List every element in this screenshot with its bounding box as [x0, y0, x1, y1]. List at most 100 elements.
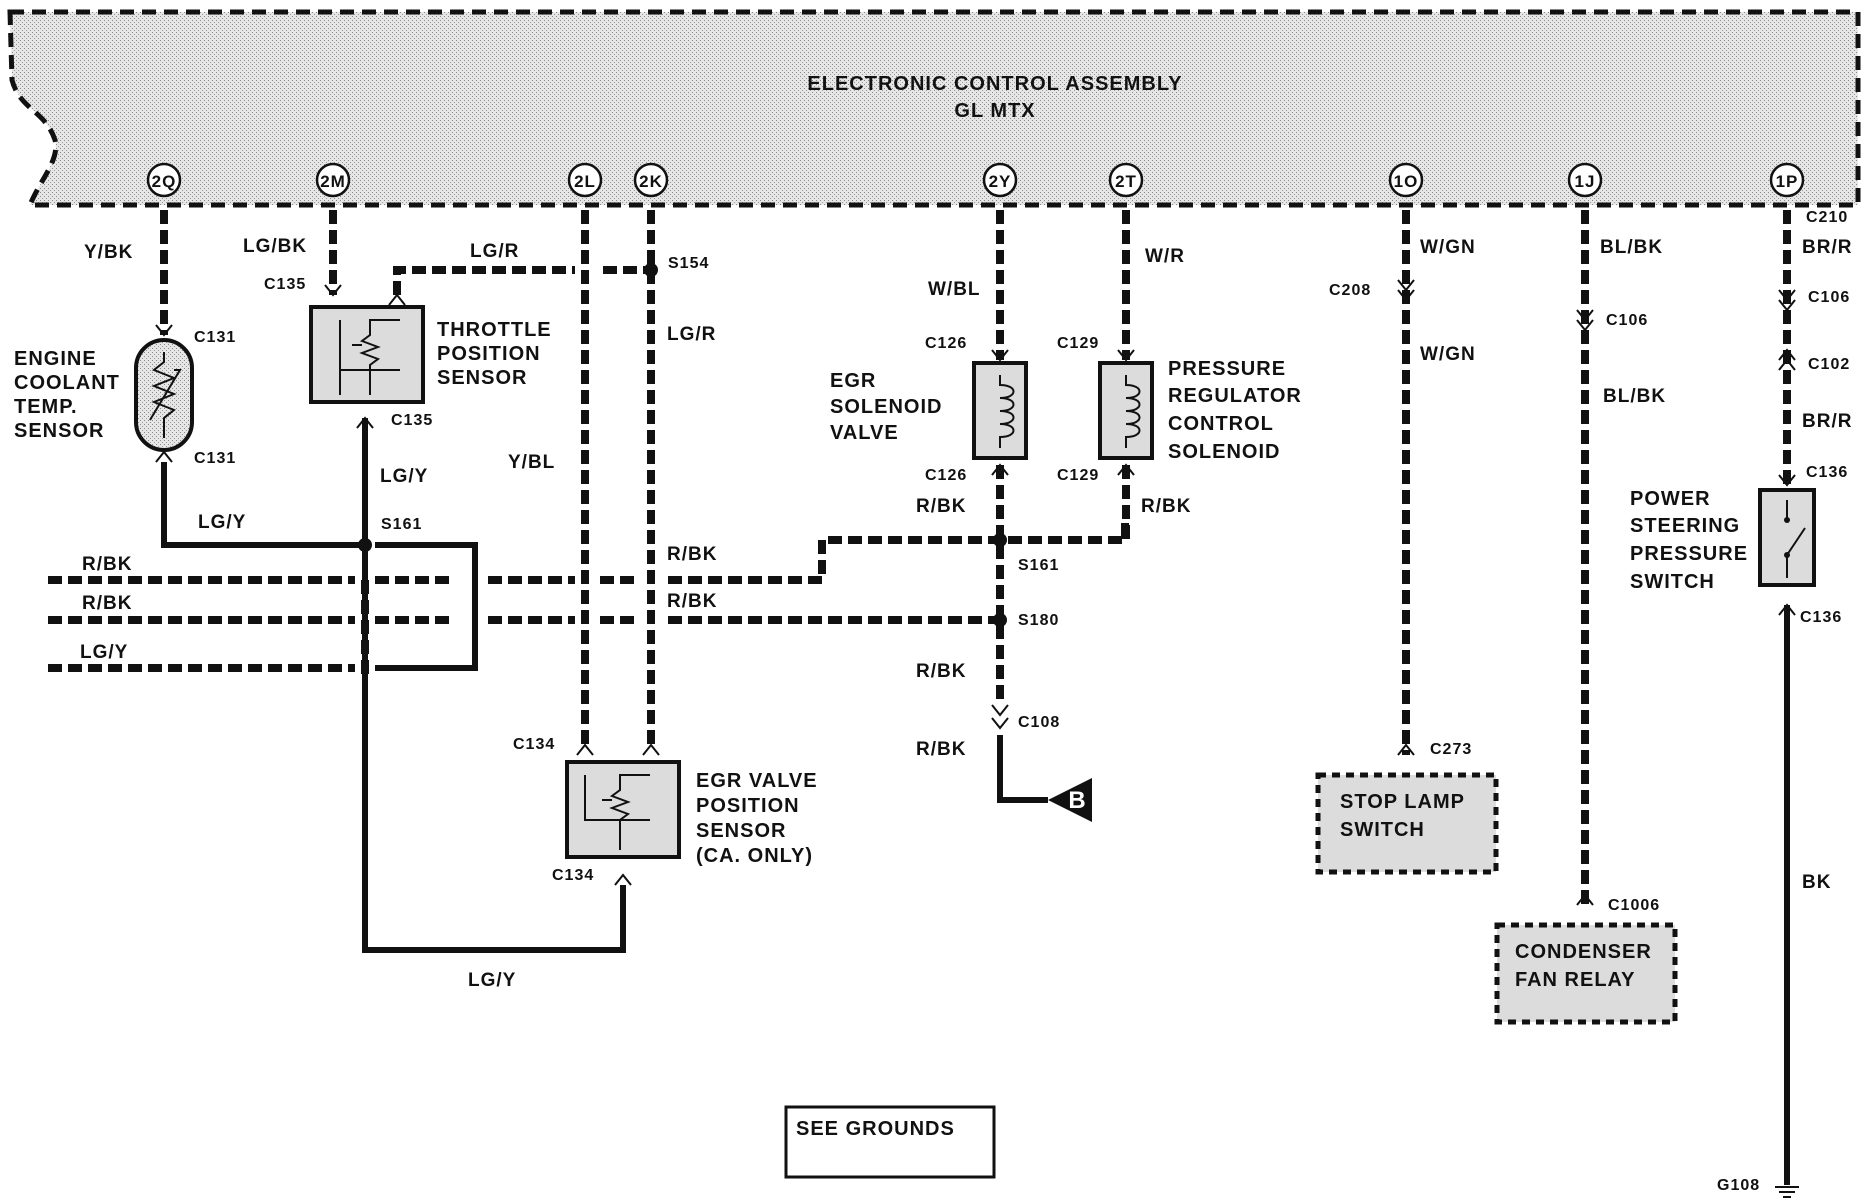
ground-g108-icon — [1775, 1186, 1799, 1198]
wire-lg-r-top — [393, 266, 575, 295]
svg-text:1P: 1P — [1776, 172, 1799, 191]
ecu-assembly: ELECTRONIC CONTROL ASSEMBLY GL MTX — [7, 9, 1861, 208]
label-bl-bk1: BL/BK — [1600, 237, 1663, 258]
splice-s161-right — [993, 533, 1007, 547]
label-c106-1p: C106 — [1808, 289, 1850, 306]
ect-label-2: COOLANT — [14, 372, 120, 394]
label-c131-top: C131 — [194, 329, 236, 346]
svg-text:2Y: 2Y — [989, 172, 1012, 191]
label-w-r: W/R — [1145, 246, 1185, 267]
see-grounds-box: SEE GROUNDS — [784, 1105, 996, 1179]
pin-1j: 1J — [1567, 162, 1603, 198]
stop-lamp-switch — [1315, 772, 1499, 875]
stop-lamp-label-1: STOP LAMP — [1340, 791, 1465, 813]
label-lg-y-bottom: LG/Y — [468, 970, 516, 991]
wire-lg-y-tps — [362, 418, 626, 953]
label-c134-top: C134 — [513, 736, 555, 753]
label-c126-bot: C126 — [925, 467, 967, 484]
wire-bridge — [375, 542, 478, 671]
svg-text:2M: 2M — [320, 172, 346, 191]
pin-2y: 2Y — [982, 162, 1018, 198]
ecu-title: ELECTRONIC CONTROL ASSEMBLY — [807, 73, 1182, 95]
splice-s154 — [644, 263, 658, 277]
label-c129-top: C129 — [1057, 335, 1099, 352]
label-c126-top: C126 — [925, 335, 967, 352]
label-w-gn2: W/GN — [1420, 344, 1476, 365]
label-r-bk-egr: R/BK — [916, 496, 966, 517]
label-c106-1j: C106 — [1606, 312, 1648, 329]
label-c134-bot: C134 — [552, 867, 594, 884]
label-bl-bk2: BL/BK — [1603, 386, 1666, 407]
throttle-position-sensor — [309, 305, 425, 404]
egr-pos-label-4: (CA. ONLY) — [696, 845, 813, 867]
label-r-bk-left2: R/BK — [82, 593, 132, 614]
condenser-label-2: FAN RELAY — [1515, 969, 1636, 991]
label-r-bk-left1: R/BK — [82, 554, 132, 575]
condenser-fan-relay — [1494, 922, 1678, 1025]
pin-2k: 2K — [633, 162, 669, 198]
ground-reference-b: B — [1048, 778, 1092, 822]
splice-s161-left — [358, 538, 372, 552]
engine-coolant-temp-sensor — [134, 338, 194, 452]
label-r-bk-prc: R/BK — [1141, 496, 1191, 517]
see-grounds-label: SEE GROUNDS — [796, 1118, 955, 1140]
condenser-label-1: CONDENSER — [1515, 941, 1652, 963]
egr-sol-label-2: SOLENOID — [830, 396, 942, 418]
label-s154: S154 — [668, 255, 709, 272]
label-s161-right: S161 — [1018, 557, 1059, 574]
ecu-subtitle: GL MTX — [954, 100, 1035, 122]
svg-text:2K: 2K — [639, 172, 663, 191]
ect-label-4: SENSOR — [14, 420, 104, 442]
prc-label-1: PRESSURE — [1168, 358, 1286, 380]
egr-pos-label-1: EGR VALVE — [696, 770, 818, 792]
ect-label-3: TEMP. — [14, 396, 78, 418]
label-c273: C273 — [1430, 741, 1472, 758]
label-br-r1: BR/R — [1802, 237, 1852, 258]
pin-2m: 2M — [315, 162, 351, 198]
pin-1o: 1O — [1388, 162, 1424, 198]
svg-text:1O: 1O — [1394, 172, 1419, 191]
ect-label-1: ENGINE — [14, 348, 97, 370]
egr-pos-label-3: SENSOR — [696, 820, 786, 842]
label-r-bk-low1: R/BK — [916, 661, 966, 682]
svg-text:2Q: 2Q — [152, 172, 177, 191]
label-lg-bk: LG/BK — [243, 236, 307, 257]
ps-label-3: PRESSURE — [1630, 543, 1748, 565]
svg-text:B: B — [1068, 787, 1085, 814]
label-lg-y-left: LG/Y — [80, 642, 128, 663]
tps-label-3: SENSOR — [437, 367, 527, 389]
ps-label-1: POWER — [1630, 488, 1711, 510]
pressure-regulator-control-solenoid — [1098, 361, 1154, 460]
egr-valve-position-sensor — [565, 760, 681, 859]
label-y-bk: Y/BK — [84, 242, 133, 263]
label-lg-y-ect: LG/Y — [198, 512, 246, 533]
egr-sol-label-1: EGR — [830, 370, 876, 392]
stop-lamp-label-2: SWITCH — [1340, 819, 1425, 841]
svg-text:2L: 2L — [574, 172, 596, 191]
label-lg-y-tps: LG/Y — [380, 466, 428, 487]
pin-2t: 2T — [1108, 162, 1144, 198]
label-g108: G108 — [1717, 1177, 1760, 1194]
svg-text:1J: 1J — [1575, 172, 1596, 191]
egr-solenoid-valve — [972, 361, 1028, 460]
label-w-bl: W/BL — [928, 279, 981, 300]
splice-s180 — [993, 613, 1007, 627]
label-r-bk-mid2: R/BK — [667, 591, 717, 612]
egr-sol-label-3: VALVE — [830, 422, 899, 444]
tps-label-2: POSITION — [437, 343, 541, 365]
pin-2q: 2Q — [146, 162, 182, 198]
wire-r-bk-ground — [997, 735, 1048, 803]
label-w-gn1: W/GN — [1420, 237, 1476, 258]
tps-label-1: THROTTLE — [437, 319, 552, 341]
egr-pos-label-2: POSITION — [696, 795, 800, 817]
label-c208: C208 — [1329, 282, 1371, 299]
label-br-r2: BR/R — [1802, 411, 1852, 432]
label-c129-bot: C129 — [1057, 467, 1099, 484]
prc-label-2: REGULATOR — [1168, 385, 1302, 407]
label-c131-bot: C131 — [194, 450, 236, 467]
label-c135-bot: C135 — [391, 412, 433, 429]
label-y-bl: Y/BL — [508, 452, 555, 473]
connector-chevrons — [155, 279, 1796, 906]
label-s161-left: S161 — [381, 516, 422, 533]
